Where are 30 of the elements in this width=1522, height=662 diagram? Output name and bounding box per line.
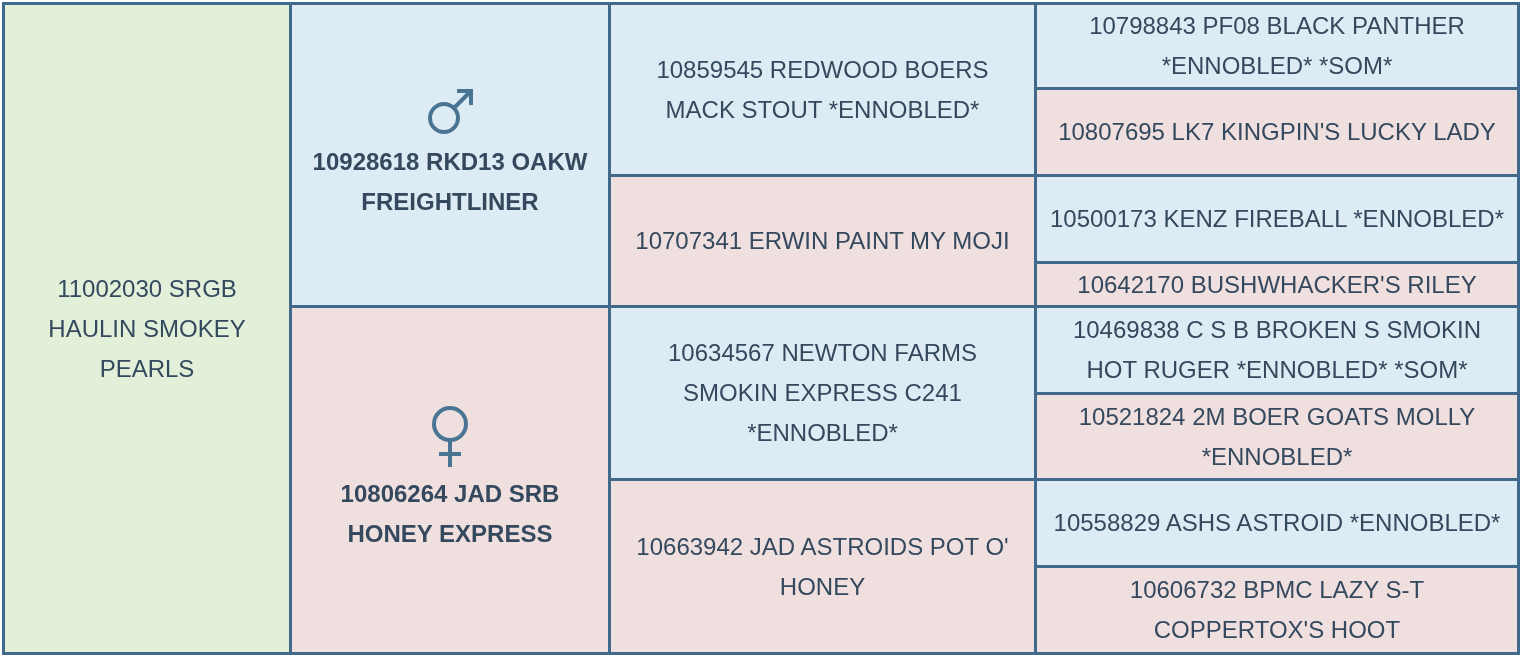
pedigree-cell bbox=[289, 305, 611, 655]
pedigree-cell bbox=[608, 478, 1037, 655]
animal-name: 10663942 JAD ASTROIDS POT O' HONEY bbox=[635, 531, 1010, 602]
pedigree-cell bbox=[1034, 565, 1520, 655]
animal-name: 10807695 LK7 KINGPIN'S LUCKY LADY bbox=[1058, 117, 1496, 147]
pedigree-cell bbox=[608, 2, 1037, 177]
animal-name: 10642170 BUSHWHACKER'S RILEY bbox=[1077, 269, 1477, 300]
pedigree-cell bbox=[1034, 2, 1520, 90]
pedigree-cell bbox=[608, 174, 1037, 308]
animal-name: 10558829 ASHS ASTROID *ENNOBLED* bbox=[1053, 508, 1501, 538]
animal-name: 10806264 JAD SRB HONEY EXPRESS bbox=[339, 479, 561, 549]
animal-name: 10521824 2M BOER GOATS MOLLY *ENNOBLED* bbox=[1077, 401, 1477, 472]
animal-name: 10707341 ERWIN PAINT MY MOJI bbox=[635, 226, 1010, 256]
pedigree-cell bbox=[1034, 478, 1520, 568]
pedigree-cell bbox=[1034, 305, 1520, 395]
animal-name: 10798843 PF08 BLACK PANTHER *ENNOBLED* *SOM* bbox=[1088, 11, 1466, 81]
pedigree-cell bbox=[1034, 174, 1520, 264]
pedigree-cell bbox=[2, 2, 292, 655]
pedigree-cell bbox=[608, 305, 1037, 481]
animal-name: 10469838 C S B BROKEN S SMOKIN HOT RUGER *ENNOBLED* *SOM* bbox=[1071, 315, 1483, 385]
pedigree-cell bbox=[1034, 392, 1520, 481]
animal-name: 11002030 SRGB HAULIN SMOKEY PEARLS bbox=[47, 273, 247, 384]
pedigree-cell bbox=[1034, 261, 1520, 308]
pedigree-cell bbox=[289, 2, 611, 308]
pedigree-cell bbox=[1034, 87, 1520, 177]
animal-name: 10859545 REDWOOD BOERS MACK STOUT *ENNOBLED* bbox=[655, 54, 990, 125]
animal-name: 10606732 BPMC LAZY S-T COPPERTOX'S HOOT bbox=[1128, 575, 1426, 645]
animal-name: 10634567 NEWTON FARMS SMOKIN EXPRESS C241 *ENNOBLED* bbox=[667, 338, 978, 448]
animal-name: 10928618 RKD13 OAKW FREIGHTLINER bbox=[311, 147, 589, 217]
animal-name: 10500173 KENZ FIREBALL *ENNOBLED* bbox=[1050, 204, 1504, 234]
